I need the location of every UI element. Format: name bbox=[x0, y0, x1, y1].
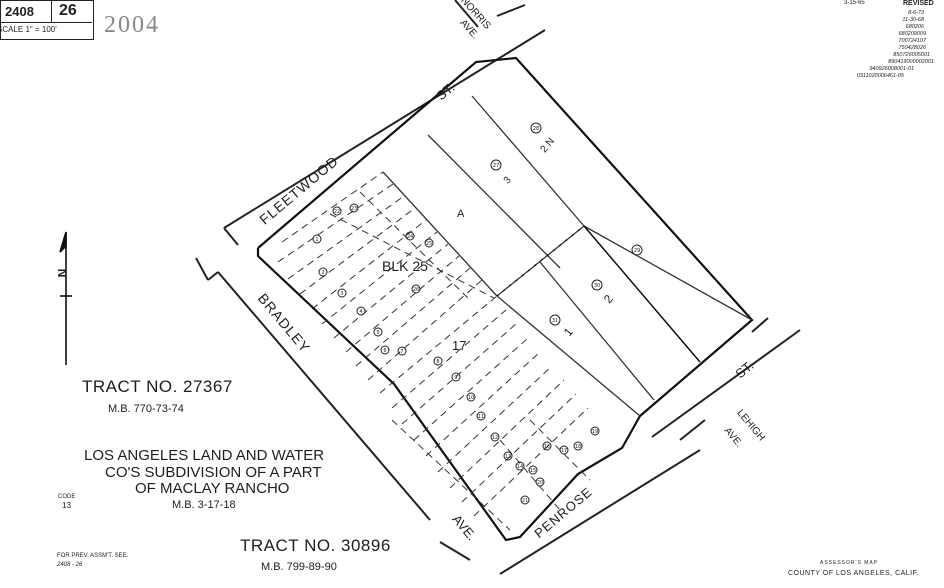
revision-code: 700724107 bbox=[898, 38, 926, 44]
parcel-number: 11 bbox=[478, 414, 484, 420]
parcel-number: 2 bbox=[321, 270, 324, 276]
parcel-number: 27 bbox=[493, 163, 499, 169]
parcel-number: 8 bbox=[436, 359, 439, 365]
subdivision-mb: M.B. 3-17-18 bbox=[172, 499, 236, 511]
parcel-number: 26 bbox=[413, 287, 419, 293]
revision-code: 680209009 bbox=[898, 31, 926, 37]
parcel-number: 3 bbox=[340, 291, 343, 297]
parcel-number: 10 bbox=[468, 395, 474, 401]
lot-label-17: 17 bbox=[452, 338, 467, 353]
subdivision-line-1: LOS ANGELES LAND AND WATER bbox=[84, 447, 325, 464]
parcel-number: 28 bbox=[533, 126, 539, 132]
map-header: 2408 26 SCALE 1" = 100' bbox=[0, 0, 94, 40]
prev-assessment-label: FOR PREV. ASSM'T. SEE: bbox=[57, 553, 129, 559]
lot-label-a: A bbox=[457, 208, 465, 220]
assessor-map-label: ASSESSOR'S MAP bbox=[820, 560, 879, 566]
parcel-number: 29 bbox=[634, 248, 640, 254]
prev-assessment-value: 2408 - 26 bbox=[57, 562, 83, 568]
north-arrow-icon bbox=[59, 231, 72, 365]
parcel-number: 18 bbox=[575, 444, 581, 450]
revision-code: 890419000002001 bbox=[888, 59, 934, 65]
parcel-number: 12 bbox=[492, 435, 498, 441]
parcel-number: 24 bbox=[407, 234, 413, 240]
map-year: 2004 bbox=[104, 12, 160, 38]
revision-code: 8-6-73 bbox=[908, 10, 924, 16]
revision-code: 850726005001 bbox=[893, 52, 930, 58]
parcel-number: 9 bbox=[454, 375, 457, 381]
code-label: CODE bbox=[58, 494, 76, 500]
revision-date: 3-15-65 bbox=[844, 0, 865, 6]
revision-label: REVISED bbox=[903, 0, 934, 7]
norris-ave-edge bbox=[454, 0, 479, 28]
subdivision-line-2: CO'S SUBDIVISION OF A PART bbox=[105, 464, 322, 481]
revision-code: 750428026 bbox=[898, 45, 926, 51]
parcel-number: 14 bbox=[517, 464, 523, 470]
parcel-number: 31 bbox=[552, 318, 558, 324]
penrose-st-edge bbox=[499, 449, 701, 575]
parcel-number: 23 bbox=[351, 206, 357, 212]
tract-30896: TRACT NO. 30896 bbox=[240, 536, 391, 555]
parcel-number: 25 bbox=[426, 241, 432, 247]
tract-30896-mb: M.B. 799-89-90 bbox=[261, 561, 337, 573]
book-number: 2408 bbox=[5, 4, 34, 19]
parcel-number: 21 bbox=[522, 498, 528, 504]
parcel-number: 20 bbox=[537, 480, 543, 486]
fleetwood-st-edge bbox=[223, 29, 546, 229]
tract-27367: TRACT NO. 27367 bbox=[82, 377, 233, 396]
county-label: COUNTY OF LOS ANGELES, CALIF. bbox=[788, 570, 920, 577]
block-label: BLK 25 bbox=[382, 258, 428, 274]
code-value: 13 bbox=[62, 501, 71, 510]
parcel-number: 30 bbox=[594, 283, 600, 289]
bradley-ave-edge bbox=[195, 257, 209, 281]
subdivision-line-3: OF MACLAY RANCHO bbox=[135, 480, 290, 497]
scale-label: SCALE 1" = 100' bbox=[0, 25, 57, 34]
parcel-number: 7 bbox=[400, 349, 403, 355]
parcel-number: 5 bbox=[376, 330, 379, 336]
parcel-number: 19 bbox=[592, 429, 598, 435]
page-number: 26 bbox=[59, 2, 77, 19]
parcel-number: 15 bbox=[530, 468, 536, 474]
revision-codes: 8-6-73 11-30-68 680206 680209009 7007241… bbox=[818, 10, 940, 90]
revision-code: 11-30-68 bbox=[902, 17, 924, 23]
parcel-number: 16 bbox=[544, 444, 550, 450]
parcel-number: 4 bbox=[359, 309, 362, 315]
parcel-number: 6 bbox=[383, 348, 386, 354]
revision-code: 680206 bbox=[905, 24, 924, 30]
north-label: N bbox=[55, 268, 70, 278]
revision-code: 0311020006461-05 bbox=[856, 73, 904, 79]
parcel-number: 22 bbox=[334, 209, 340, 215]
tract-27367-mb: M.B. 770-73-74 bbox=[108, 403, 184, 415]
parcel-number: 13 bbox=[505, 454, 511, 460]
parcel-number: 1 bbox=[315, 237, 318, 243]
block-25-boundary bbox=[256, 56, 754, 542]
parcel-number: 17 bbox=[561, 448, 567, 454]
parcel-circles bbox=[312, 122, 643, 505]
revision-code: 940926008001-01 bbox=[869, 66, 914, 72]
lehigh-st-edge bbox=[651, 329, 801, 438]
